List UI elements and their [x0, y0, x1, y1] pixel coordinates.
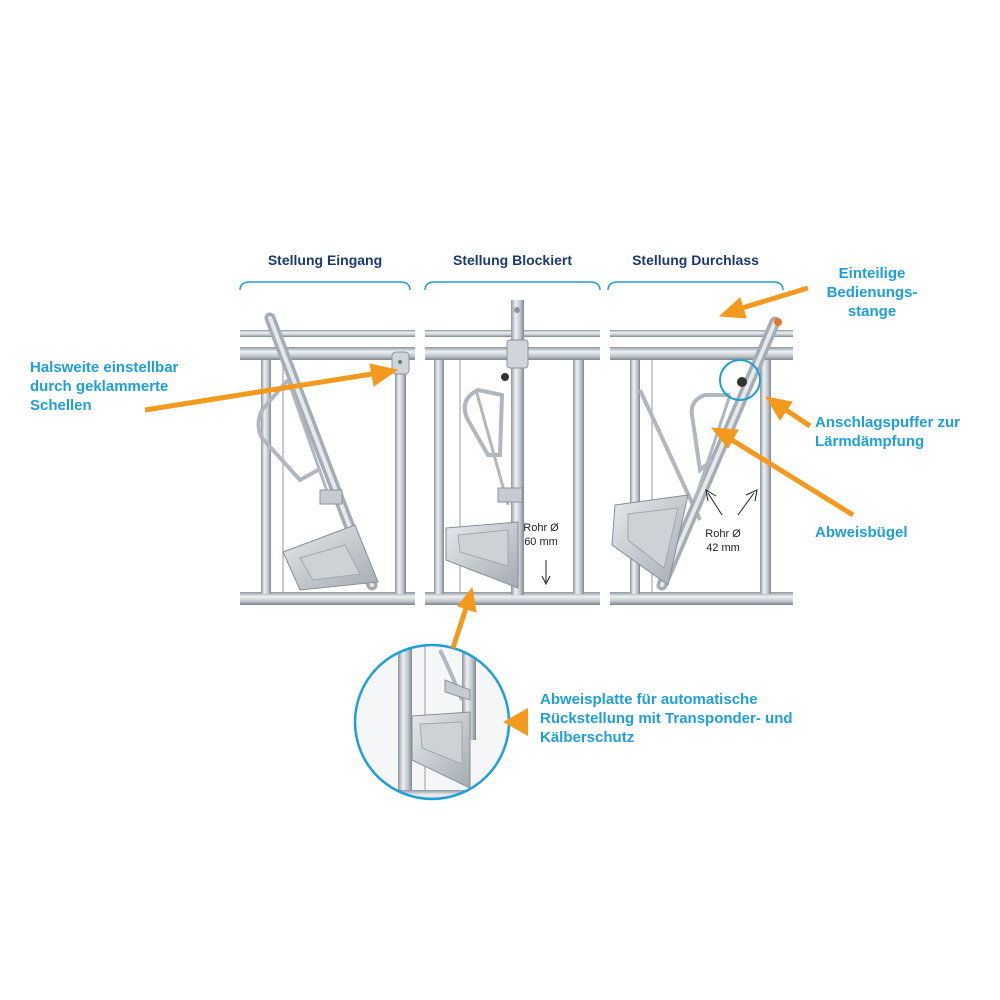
callout-abweisplatte-line-2: Rückstellung mit Transponder- und	[540, 710, 793, 727]
arrow-bedienungsstange	[718, 285, 809, 319]
callout-bedienungsstange: Einteilige Bedienungs- stange	[812, 264, 932, 321]
header-stellung-eingang: Stellung Eingang	[267, 252, 383, 268]
callout-halsweite-line-3: Schellen	[30, 397, 92, 414]
header-bracket-durchlass	[607, 281, 784, 291]
panel-stellung-blockiert	[425, 300, 600, 605]
dimension-rohr-42-line-1: Rohr Ø	[705, 528, 741, 540]
dimension-rohr-42: Rohr Ø 42 mm	[700, 527, 746, 555]
callout-bedienungsstange-line-2: Bedienungs-	[826, 284, 918, 301]
callout-abweisbuegel: Abweisbügel	[815, 523, 908, 542]
header-bracket-eingang	[239, 281, 411, 291]
callout-abweisplatte-line-3: Kälberschutz	[540, 729, 635, 746]
callout-bedienungsstange-line-3: stange	[847, 303, 897, 320]
callout-bedienungsstange-line-1: Einteilige	[838, 265, 906, 282]
detail-circle-abweisplatte	[353, 643, 511, 801]
callout-abweisplatte: Abweisplatte für automatische Rückstellu…	[540, 690, 793, 747]
callout-anschlagspuffer-line-1: Anschlagspuffer zur	[815, 414, 961, 431]
callout-abweisbuegel-line-1: Abweisbügel	[815, 524, 908, 541]
header-bracket-blockiert	[424, 281, 601, 291]
callout-anschlagspuffer: Anschlagspuffer zur Lärmdämpfung	[815, 413, 960, 451]
arrow-halsweite	[144, 363, 399, 413]
callout-abweisplatte-line-1: Abweisplatte für automatische	[540, 691, 758, 708]
dimension-rohr-42-line-2: 42 mm	[706, 542, 740, 554]
callout-anschlagspuffer-line-2: Lärmdämpfung	[815, 433, 925, 450]
panel-stellung-eingang	[240, 312, 415, 605]
arrow-anschlagspuffer	[764, 396, 812, 429]
callout-halsweite: Halsweite einstellbar durch geklammerte …	[30, 358, 178, 415]
callout-halsweite-line-2: durch geklammerte	[30, 378, 169, 395]
dimension-rohr-60-line-2: 60 mm	[524, 536, 558, 548]
dimension-rohr-60-line-1: Rohr Ø	[523, 522, 559, 534]
arrow-abweisplatte-up	[450, 586, 477, 649]
panel-stellung-durchlass	[610, 316, 793, 605]
header-stellung-blockiert: Stellung Blockiert	[452, 252, 573, 268]
callout-halsweite-line-1: Halsweite einstellbar	[30, 359, 179, 376]
header-stellung-durchlass: Stellung Durchlass	[632, 252, 759, 268]
dimension-rohr-60: Rohr Ø 60 mm	[518, 521, 564, 549]
arrow-abweisplatte-left	[503, 708, 528, 736]
